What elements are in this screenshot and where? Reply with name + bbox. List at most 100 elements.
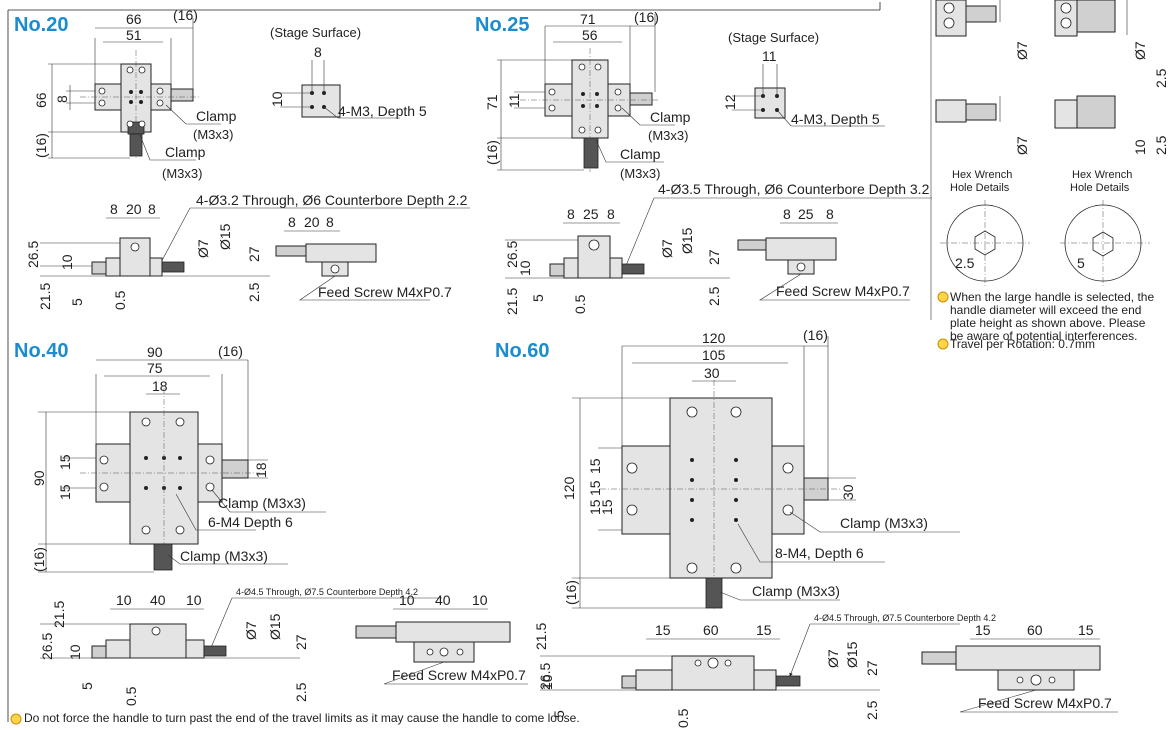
dim-inner: 51 bbox=[126, 27, 142, 43]
dim-inner: 75 bbox=[147, 360, 163, 376]
hex-size: 5 bbox=[1077, 255, 1085, 271]
hex-size: 2.5 bbox=[955, 255, 975, 271]
label-clamp: Clamp (M3x3) bbox=[840, 515, 928, 531]
dim-dia: Ø15 bbox=[679, 227, 695, 254]
dim-seg: 8 bbox=[783, 206, 791, 222]
hole-spec: 4-Ø4.5 Through, Ø7.5 Counterbore Depth 4… bbox=[814, 613, 996, 623]
dim-inner: 56 bbox=[582, 27, 598, 43]
dim-dia: Ø7 bbox=[243, 621, 259, 640]
dim-seg: 10 bbox=[399, 592, 415, 608]
handle-dia: Ø7 bbox=[1014, 41, 1030, 60]
dim-v: 10 bbox=[517, 260, 533, 276]
dim-v: 27 bbox=[864, 660, 880, 676]
dim-pitch: 15 bbox=[57, 454, 73, 470]
dim-v: 26.5 bbox=[537, 663, 553, 690]
stage-tap-note: 4-M3, Depth 5 bbox=[338, 103, 427, 119]
dim-dia: Ø7 bbox=[659, 239, 675, 258]
dim-v: 10 bbox=[539, 674, 555, 690]
dim-v: 0.5 bbox=[572, 294, 588, 314]
dim-handle-v: (16) bbox=[31, 547, 47, 572]
dim-height: 90 bbox=[31, 470, 47, 486]
label-clamp: Clamp bbox=[165, 144, 206, 160]
dim-seg: 8 bbox=[607, 206, 615, 222]
dim-v: 5 bbox=[551, 710, 567, 718]
dim-handle: (16) bbox=[173, 7, 198, 23]
hole-spec: 4-Ø3.2 Through, Ø6 Counterbore Depth 2.2 bbox=[196, 192, 468, 208]
dim-handle: (16) bbox=[634, 9, 659, 25]
dim-inner: 105 bbox=[702, 347, 726, 363]
label-clamp: Clamp bbox=[650, 109, 691, 125]
model-no25: No.25 71 (16) 56 71 (16) 11 Clamp (M3x3)… bbox=[475, 9, 932, 315]
stage-surface-label: (Stage Surface) bbox=[270, 25, 361, 40]
dim-pitch: 15 bbox=[599, 499, 615, 515]
label-clamp-spec: (M3x3) bbox=[162, 166, 202, 181]
dim-pitch: 15 bbox=[587, 458, 603, 474]
dim-seg: 40 bbox=[435, 592, 451, 608]
label-clamp-spec: (M3x3) bbox=[193, 127, 233, 142]
dim-v: 26.5 bbox=[504, 241, 520, 268]
label-clamp-spec: (M3x3) bbox=[620, 166, 660, 181]
hex-label: Hex Wrench bbox=[952, 169, 1012, 181]
hex-label: Hole Details bbox=[950, 182, 1010, 194]
hole-spec: 4-Ø4.5 Through, Ø7.5 Counterbore Depth 4… bbox=[236, 587, 418, 597]
dim-seg: 20 bbox=[126, 201, 142, 217]
dim-seg: 8 bbox=[326, 214, 334, 230]
stage-dim-h: 12 bbox=[722, 94, 738, 110]
dim-v: 2.5 bbox=[706, 286, 722, 306]
dim-seg: 20 bbox=[304, 214, 320, 230]
dim-v: 5 bbox=[69, 298, 85, 306]
dim-dia: Ø15 bbox=[267, 613, 283, 640]
feed-screw-label: Feed Screw M4xP0.7 bbox=[392, 667, 526, 683]
handle-dim: 2.5 bbox=[1153, 68, 1169, 88]
dim-seg: 15 bbox=[1078, 622, 1094, 638]
stage-surface-label: (Stage Surface) bbox=[728, 30, 819, 45]
caution-icon bbox=[937, 291, 949, 303]
large-handle-note: When the large handle is selected, the h… bbox=[950, 290, 1155, 343]
dim-v: 26.5 bbox=[39, 633, 55, 660]
model-title: No.20 bbox=[14, 14, 68, 36]
dim-dia: Ø15 bbox=[217, 223, 233, 250]
handle-dia: Ø7 bbox=[1014, 136, 1030, 155]
model-no40: No.40 90 (16) 75 18 90 (16) 15 15 18 Cla… bbox=[14, 340, 528, 706]
dim-height: 66 bbox=[33, 92, 49, 108]
stage-dim-h: 10 bbox=[269, 91, 285, 107]
dim-seg: 10 bbox=[116, 592, 132, 608]
dim-v: 21.5 bbox=[51, 601, 67, 628]
handle-dia: Ø7 bbox=[1132, 41, 1148, 60]
label-clamp-spec: (M3x3) bbox=[648, 128, 688, 143]
dim-v: 10 bbox=[59, 254, 75, 270]
dim-seg: 10 bbox=[186, 592, 202, 608]
dim-dia: Ø7 bbox=[195, 239, 211, 258]
stage-dim-w: 11 bbox=[762, 48, 777, 64]
feed-screw-label: Feed Screw M4xP0.7 bbox=[978, 695, 1112, 711]
dim-v: 5 bbox=[530, 294, 546, 302]
dim-v: 2.5 bbox=[246, 282, 262, 302]
dim-height: 120 bbox=[561, 476, 577, 500]
label-clamp: Clamp bbox=[620, 146, 661, 162]
dim-v: 0.5 bbox=[675, 708, 691, 728]
dim-width: 71 bbox=[580, 11, 596, 27]
hole-spec: 4-Ø3.5 Through, Ø6 Counterbore Depth 3.2 bbox=[658, 181, 930, 197]
handle-dim: 2.5 bbox=[1153, 135, 1169, 155]
dim-seg: 15 bbox=[655, 622, 671, 638]
dim-handle-side: 30 bbox=[840, 484, 856, 500]
dim-seg: 8 bbox=[288, 214, 296, 230]
handle-dim: 10 bbox=[1132, 139, 1148, 155]
label-clamp: Clamp (M3x3) bbox=[752, 583, 840, 599]
dim-pitch: 15 bbox=[587, 499, 603, 515]
dim-v: 21.5 bbox=[533, 623, 549, 650]
dim-seg: 60 bbox=[1027, 622, 1043, 638]
dim-seg: 10 bbox=[472, 592, 488, 608]
handle-details: Ø7 Ø7 2.5 Ø7 10 2.5 Hex Wrench Hole Deta… bbox=[935, 0, 1169, 350]
label-clamp: Clamp (M3x3) bbox=[218, 495, 306, 511]
dim-handle-v: (16) bbox=[563, 580, 579, 605]
dim-v: 26.5 bbox=[25, 241, 41, 268]
dim-width: 66 bbox=[126, 11, 142, 27]
dim-seg: 25 bbox=[798, 206, 814, 222]
dim-handle-v: (16) bbox=[33, 133, 49, 158]
stage-dim-w: 8 bbox=[314, 44, 322, 60]
dim-seg: 60 bbox=[703, 622, 719, 638]
dim-seg: 8 bbox=[826, 206, 834, 222]
model-title: No.60 bbox=[495, 340, 549, 362]
